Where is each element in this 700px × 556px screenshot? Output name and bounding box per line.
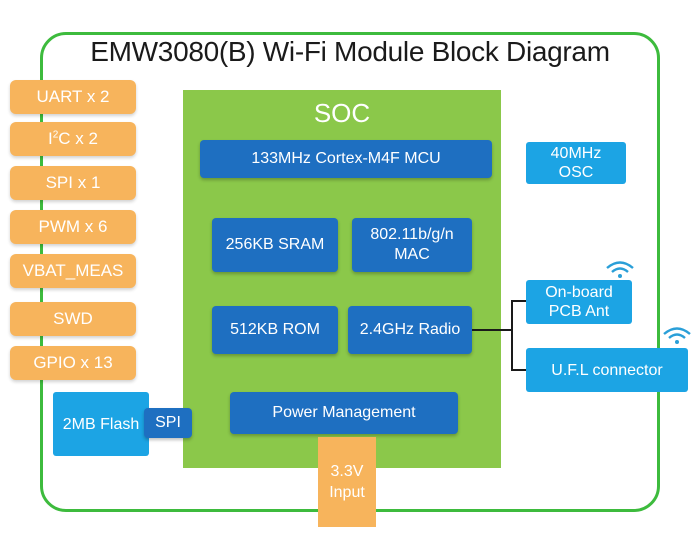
radio-block: 2.4GHz Radio — [348, 306, 472, 354]
wifi-icon — [606, 261, 634, 278]
flash-block: 2MB Flash — [53, 392, 149, 456]
pwm-block: PWM x 6 — [10, 210, 136, 244]
i2c-label: I2C x 2 — [48, 129, 98, 148]
i2c-block: I2C x 2 — [10, 122, 136, 156]
radio-link-line — [472, 329, 512, 331]
mcu-block: 133MHz Cortex-M4F MCU — [200, 140, 492, 178]
antenna-link-line — [511, 300, 527, 302]
swd-block: SWD — [10, 302, 136, 336]
power-management-block: Power Management — [230, 392, 458, 434]
spi-interface-block: SPI x 1 — [10, 166, 136, 200]
ufl-link-line — [511, 369, 527, 371]
rom-block: 512KB ROM — [212, 306, 338, 354]
soc-label: SOC — [313, 98, 371, 128]
spi-block: SPI — [144, 408, 192, 438]
uart-block: UART x 2 — [10, 80, 136, 114]
gpio-block: GPIO x 13 — [10, 346, 136, 380]
vbat-meas-block: VBAT_MEAS — [10, 254, 136, 288]
ufl-connector-block: U.F.L connector — [526, 348, 688, 392]
antenna-split-line — [511, 300, 513, 370]
sram-block: 256KB SRAM — [212, 218, 338, 272]
diagram-title: EMW3080(B) Wi-Fi Module Block Diagram — [40, 36, 660, 68]
wifi-icon — [663, 327, 691, 344]
